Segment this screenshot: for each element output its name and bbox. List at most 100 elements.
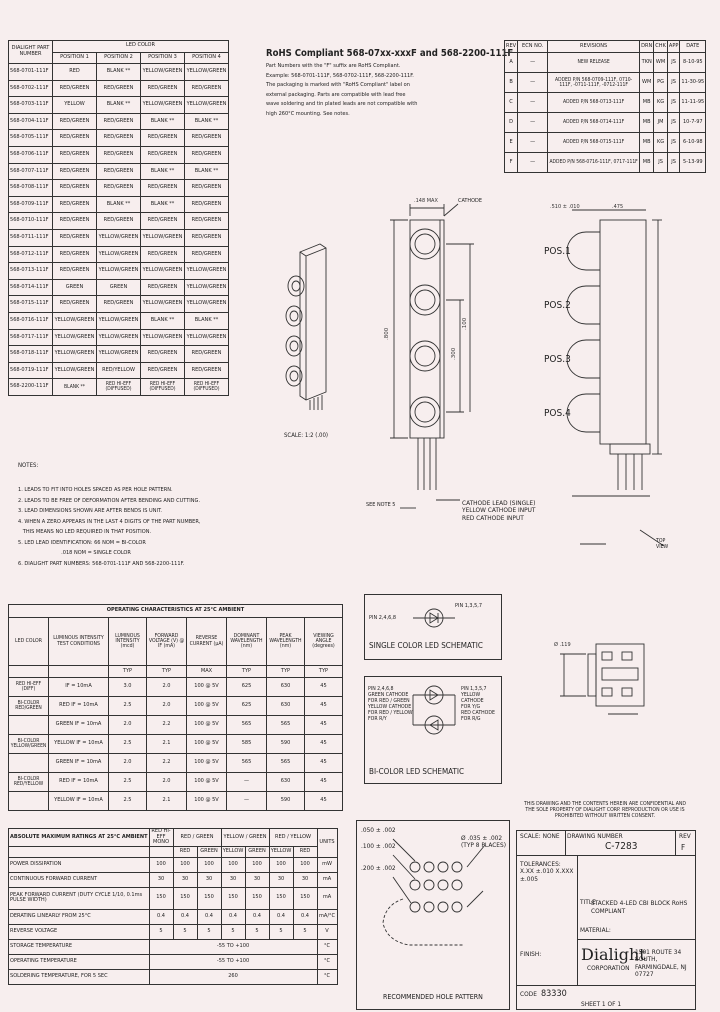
material-label: MATERIAL:	[580, 926, 611, 934]
abs-value-cell: 0.4	[292, 908, 318, 925]
led-color-cell: YELLOW/GREEN	[184, 262, 229, 280]
rev-header-cell: CHK	[653, 40, 668, 53]
op-cell: 100 @ 5V	[186, 696, 227, 716]
op-cell: 100 @ 5V	[186, 791, 227, 811]
op-cell: 2.1	[146, 791, 187, 811]
op-cell: 630	[266, 696, 305, 716]
company-address: 1501 ROUTE 34 SOUTH, FARMINGDALE, NJ 077…	[635, 948, 687, 979]
bi-right-label: FOR Y/G	[461, 703, 481, 710]
abs-value-cell: 0.4	[220, 908, 246, 925]
rev-cell: —	[517, 72, 549, 93]
rohs-line: external packaging. Parts are compatible…	[266, 91, 406, 98]
led-color-cell: YELLOW/GREEN	[140, 262, 185, 280]
led-color-cell: RED HI-EFF (DIFFUSED)	[96, 378, 141, 396]
led-color-cell: RED	[52, 63, 97, 81]
op-cell: 2.0	[108, 753, 147, 773]
pos2-label: POS.2	[544, 300, 571, 311]
abs-label-cell: PEAK FORWARD CURRENT (DUTY CYCLE 1/10, 0…	[8, 886, 150, 910]
op-cell: RED IF = 10mA	[48, 772, 109, 792]
led-color-cell: RED/GREEN	[52, 228, 97, 247]
rev-cell: 10-7-97	[679, 112, 707, 133]
single-color-schematic: PIN 2,4,6,8 PIN 1,3,5,7 SINGLE COLOR LED…	[364, 594, 502, 660]
led-color-cell: RED/GREEN	[52, 179, 97, 197]
notes-list: 1. LEADS TO FIT INTO HOLES SPACED AS PER…	[18, 485, 338, 569]
led-color-cell: RED/GREEN	[184, 145, 229, 164]
hole-dim-1: .050 ± .002	[361, 826, 396, 834]
op-cell: 3.0	[108, 677, 147, 697]
abs-value-cell: V	[316, 923, 338, 940]
abs-value-cell: 150	[268, 886, 294, 910]
rev-cell: —	[517, 132, 549, 153]
op-cell: 2.5	[108, 791, 147, 811]
abs-head-rg: RED / GREEN	[172, 828, 222, 847]
abs-value-cell: 5	[148, 923, 174, 940]
led-color-cell: RED/GREEN	[184, 361, 229, 380]
led-color-cell: RED HI-EFF (DIFFUSED)	[140, 378, 185, 396]
abs-label-cell: POWER DISSIPATION	[8, 856, 150, 873]
abs-value-cell: °C	[316, 938, 338, 955]
led-color-cell: RED/GREEN	[52, 79, 97, 98]
abs-value-cell: 0.4	[148, 908, 174, 925]
abs-value-cell: 30	[292, 871, 318, 888]
led-color-cell: YELLOW/GREEN	[52, 345, 97, 363]
rev-cell: MB	[639, 92, 655, 113]
op-unit-cell	[48, 665, 109, 678]
op-cell: 565	[266, 715, 305, 735]
rev-cell: —	[517, 112, 549, 133]
rev-cell: 11-11-95	[679, 92, 707, 113]
table-row: STORAGE TEMPERATURE-55 TO +100°C	[8, 938, 338, 955]
rev-cell: 8-10-95	[679, 52, 707, 73]
led-color-cell: RED/GREEN	[184, 228, 229, 247]
rev-header-cell: REV	[503, 40, 519, 53]
bottom-view-drawing: Ø .119	[554, 641, 645, 715]
cathode-label: CATHODE	[458, 198, 482, 204]
op-cell: 2.5	[108, 696, 147, 716]
part-number-cell: 568-2200-111F	[8, 378, 53, 396]
part-number-cell: 568-0706-111F	[8, 145, 53, 164]
table-row: OPERATING TEMPERATURE-55 TO +100°C	[8, 953, 338, 970]
led-color-cell: YELLOW/GREEN	[52, 328, 97, 347]
abs-max-table: ABSOLUTE MAXIMUM RATINGS AT 25°C AMBIENT…	[8, 828, 338, 985]
op-cell: 2.1	[146, 734, 187, 754]
rohs-text: Part Numbers with the "F" suffix are RoH…	[266, 62, 496, 119]
op-cell: YELLOW IF = 10mA	[48, 791, 109, 811]
op-unit-cell: TYP	[146, 665, 187, 678]
op-cell: —	[226, 772, 267, 792]
op-cell: 100 @ 5V	[186, 677, 227, 697]
led-color-cell: RED/GREEN	[52, 162, 97, 181]
rev-header-cell: DRN	[639, 40, 655, 53]
op-unit-cell: TYP	[226, 665, 267, 678]
abs-value-cell: 30	[196, 871, 222, 888]
abs-value-cell: 100	[148, 856, 174, 873]
abs-value-cell: 150	[196, 886, 222, 910]
note-item: 4. WHEN A ZERO APPEARS IN THE LAST 4 DIG…	[18, 518, 201, 525]
operating-table-container: OPERATING CHARACTERISTICS AT 25°C AMBIEN…	[8, 604, 343, 811]
title-block-frame: SCALE: NONE DRAWING NUMBER C-7283 REV F …	[516, 830, 696, 1010]
led-color-cell: BLANK **	[140, 311, 185, 330]
op-cell: IF = 10mA	[48, 677, 109, 697]
led-color-cell: YELLOW/GREEN	[140, 96, 185, 114]
rev-cell: B	[503, 72, 519, 93]
op-cell: 590	[266, 791, 305, 811]
abs-subheader-cell: YELLOW	[220, 845, 246, 858]
op-cell: 45	[304, 677, 343, 697]
op-unit-cell: TYP	[266, 665, 305, 678]
led-color-cell: RED/GREEN	[184, 345, 229, 363]
rev-label: REV	[679, 832, 691, 840]
op-cell: GREEN IF = 10mA	[48, 715, 109, 735]
drawing-number: C-7283	[605, 841, 638, 852]
led-color-cell: YELLOW/GREEN	[96, 228, 141, 247]
op-header-cell: REVERSE CURRENT (µA)	[186, 617, 227, 666]
hole-pattern-drawing	[382, 838, 486, 946]
bi-schematic-title: BI-COLOR LED SCHEMATIC	[369, 767, 465, 776]
led-color-cell: YELLOW/GREEN	[96, 262, 141, 280]
